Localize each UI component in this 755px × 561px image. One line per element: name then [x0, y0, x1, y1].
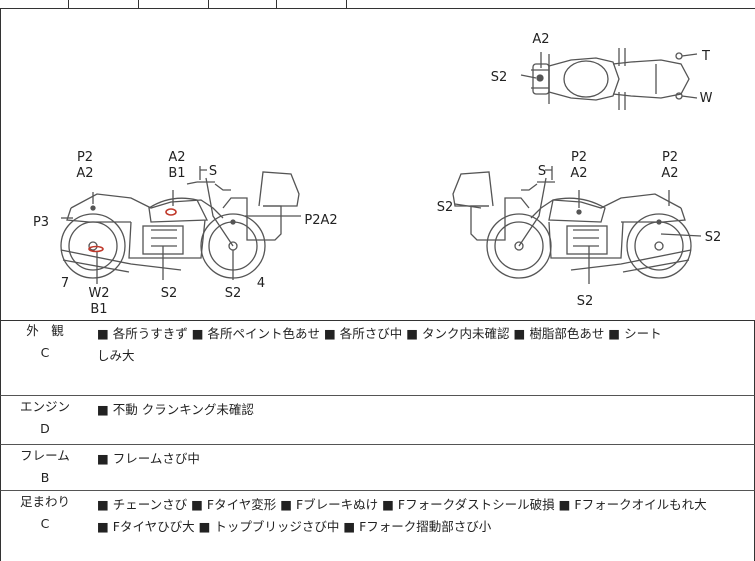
row-suspension: 足まわり C ■ チェーンさび ■ Fタイヤ変形 ■ Fブレーキぬけ ■ Fフォ… — [0, 491, 755, 561]
top-view-motorcycle — [520, 48, 698, 110]
table-top-strip — [0, 0, 755, 9]
row-frame-head: フレーム B — [1, 445, 89, 489]
row-exterior-title: 外 観 — [26, 323, 64, 338]
row-suspension-head: 足まわり C — [1, 491, 89, 535]
damage-diagram: A2 S2 T W P2 A2 A2 B1 S P3 P2A2 S2 S2 4 … — [0, 8, 755, 321]
row-exterior-head: 外 観 C — [1, 320, 89, 364]
right-label-s2-engine: S2 — [577, 294, 594, 309]
motorcycle-diagram-svg: A2 S2 T W P2 A2 A2 B1 S P3 P2A2 S2 S2 4 … — [33, 32, 722, 317]
row-exterior-grade: C — [40, 345, 50, 360]
left-label-b1-wheel: B1 — [90, 302, 107, 317]
row-exterior: 外 観 C ■ 各所うすきず ■ 各所ペイント色あせ ■ 各所さび中 ■ タンク… — [0, 320, 755, 396]
row-suspension-grade: C — [40, 516, 50, 531]
left-label-s: S — [209, 164, 217, 179]
row-suspension-line: ■ チェーンさび ■ Fタイヤ変形 ■ Fブレーキぬけ ■ Fフォークダストシー… — [97, 497, 707, 512]
right-label-s2-bag: S2 — [437, 200, 454, 215]
left-label-7: 7 — [61, 276, 69, 291]
row-engine: エンジン D ■ 不動 クランキング未確認 — [0, 396, 755, 445]
left-label-w2: W2 — [88, 286, 109, 301]
left-label-p2a2: P2A2 — [304, 213, 337, 228]
row-engine-notes: ■ 不動 クランキング未確認 — [97, 399, 746, 421]
row-frame-line: ■ フレームさび中 — [97, 451, 200, 466]
top-label-t: T — [701, 49, 710, 64]
row-exterior-line: しみ大 — [97, 348, 135, 363]
right-label-p2: P2 — [571, 150, 587, 165]
left-label-s2-wheel: S2 — [225, 286, 242, 301]
row-engine-title: エンジン — [19, 399, 70, 414]
row-exterior-line: ■ 各所うすきず ■ 各所ペイント色あせ ■ 各所さび中 ■ タンク内未確認 ■… — [97, 326, 662, 341]
right-label-p2-rear: P2 — [662, 150, 678, 165]
row-suspension-title: 足まわり — [19, 494, 70, 509]
left-label-p2: P2 — [77, 150, 93, 165]
right-view-motorcycle — [452, 166, 702, 284]
right-label-s2-wheel: S2 — [705, 230, 722, 245]
left-label-a2-tank: A2 — [168, 150, 185, 165]
right-view-labels: S P2 A2 P2 A2 S2 S2 S2 — [437, 150, 722, 309]
left-view-labels: P2 A2 A2 B1 S P3 P2A2 S2 S2 4 7 W2 B1 — [33, 150, 338, 317]
row-frame-notes: ■ フレームさび中 — [97, 448, 746, 470]
row-frame-grade: B — [40, 470, 50, 485]
row-suspension-notes: ■ チェーンさび ■ Fタイヤ変形 ■ Fブレーキぬけ ■ Fフォークダストシー… — [97, 494, 746, 538]
left-view-motorcycle — [60, 166, 301, 284]
row-engine-line: ■ 不動 クランキング未確認 — [97, 402, 254, 417]
row-frame-title: フレーム — [20, 448, 70, 463]
row-engine-grade: D — [40, 421, 50, 436]
row-engine-head: エンジン D — [1, 396, 89, 440]
top-view-labels: A2 S2 T W — [491, 32, 713, 106]
left-label-s2-engine: S2 — [161, 286, 178, 301]
row-exterior-notes: ■ 各所うすきず ■ 各所ペイント色あせ ■ 各所さび中 ■ タンク内未確認 ■… — [97, 323, 746, 367]
left-label-p3: P3 — [33, 215, 49, 230]
row-suspension-line: ■ Fタイヤひび大 ■ トップブリッジさび中 ■ Fフォーク摺動部さび小 — [97, 519, 492, 534]
row-frame: フレーム B ■ フレームさび中 — [0, 445, 755, 491]
top-label-s2: S2 — [491, 70, 508, 85]
left-label-4: 4 — [257, 276, 265, 291]
right-label-a2-rear: A2 — [661, 166, 678, 181]
right-label-a2: A2 — [570, 166, 587, 181]
top-label-w: W — [700, 91, 713, 106]
top-label-a2: A2 — [532, 32, 549, 47]
left-label-a2: A2 — [76, 166, 93, 181]
right-label-s: S — [538, 164, 546, 179]
left-label-b1: B1 — [168, 166, 185, 181]
